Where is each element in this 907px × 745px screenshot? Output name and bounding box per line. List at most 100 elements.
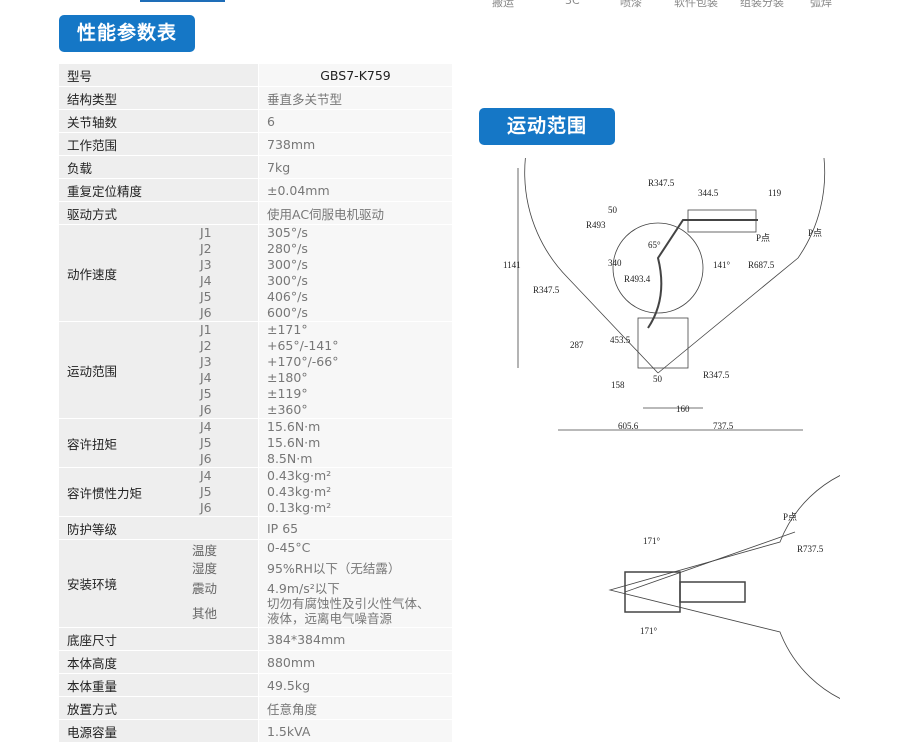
speed-label-cell: 动作速度 J1 J2 J3 J4 J5 J6: [58, 224, 259, 322]
dim-label: 50: [608, 205, 618, 215]
row-value: 384*384mm: [258, 627, 453, 651]
row-label: 底座尺寸: [58, 627, 259, 651]
dim-label: 605.6: [618, 421, 639, 431]
dim-label: R687.5: [748, 260, 775, 270]
joint-label: J6: [200, 500, 212, 515]
model-value: GBS7-K759: [258, 63, 453, 87]
model-label: 型号: [58, 63, 259, 87]
base-shape: [637, 317, 689, 369]
dim-label: P点: [783, 512, 797, 522]
nav-item[interactable]: 弧焊: [810, 0, 832, 9]
speed-value: 280°/s: [267, 241, 308, 256]
row-label: 本体重量: [58, 673, 259, 697]
joint-label: J5: [200, 386, 212, 401]
dim-label: R347.5: [703, 370, 730, 380]
dim-label: 158: [611, 380, 625, 390]
torque-values: 15.6N·m 15.6N·m 8.5N·m: [258, 418, 453, 468]
joint-label: J6: [200, 402, 212, 417]
dim-label: 453.5: [610, 335, 631, 345]
row-value: ±0.04mm: [258, 178, 453, 202]
nav-item[interactable]: 搬运: [492, 0, 514, 9]
motion-joints: J1 J2 J3 J4 J5 J6: [200, 322, 240, 418]
inertia-values: 0.43kg·m² 0.43kg·m² 0.13kg·m²: [258, 467, 453, 517]
motion-label: 运动范围: [67, 363, 118, 379]
top-arm-shape: [679, 581, 746, 603]
joint-label: J5: [200, 484, 212, 499]
row-label: 工作范围: [58, 132, 259, 156]
dim-label: 1141: [503, 260, 521, 270]
dim-label: 737.5: [713, 421, 734, 431]
motion-value: ±171°: [267, 322, 308, 337]
env-key: 其他: [192, 606, 218, 621]
robot-arm-silhouette: [647, 219, 758, 329]
env-label-cell: 安装环境 温度 湿度 震动 其他: [58, 539, 259, 628]
top-accent-line: [140, 0, 225, 2]
motion-value: +170°/-66°: [267, 354, 339, 369]
row-value: 738mm: [258, 132, 453, 156]
nav-item[interactable]: 组装分装: [740, 0, 784, 9]
joint-label: J4: [200, 468, 212, 483]
dim-label: 171°: [640, 626, 658, 636]
motion-values: ±171° +65°/-141° +170°/-66° ±180° ±119° …: [258, 321, 453, 419]
row-value: 使用AC伺服电机驱动: [258, 201, 453, 225]
joint-label: J3: [200, 354, 212, 369]
side-view-diagram: R347.5 344.5 119 50 R493 P点 P点 65° 340 R…: [503, 158, 826, 431]
inner-arc: [612, 222, 704, 314]
motion-value: ±180°: [267, 370, 308, 385]
row-label: 负载: [58, 155, 259, 179]
env-label: 安装环境: [67, 577, 118, 592]
nav-item[interactable]: 喷漆: [620, 0, 642, 9]
row-label: 本体高度: [58, 650, 259, 674]
dim-label: 65°: [648, 240, 661, 250]
env-value: 切勿有腐蚀性及引火性气体、液体，远离电气噪音源: [267, 596, 430, 626]
nav-item[interactable]: 软件包装: [674, 0, 718, 9]
motion-value: ±119°: [267, 386, 308, 401]
joint-label: J5: [200, 289, 212, 304]
dim-label: 287: [570, 340, 584, 350]
row-value: 880mm: [258, 650, 453, 674]
env-value: 4.9m/s²以下: [267, 581, 340, 596]
dim-label: P点: [756, 233, 770, 243]
env-keys: 温度 湿度 震动 其他: [192, 540, 252, 628]
row-label: 放置方式: [58, 696, 259, 720]
dim-label: 340: [608, 258, 622, 268]
speed-value: 406°/s: [267, 289, 308, 304]
nav-item[interactable]: 3C: [565, 0, 580, 7]
dim-line: [624, 531, 796, 593]
dim-label: 171°: [643, 536, 661, 546]
dim-label: R493: [586, 220, 606, 230]
dim-label: P点: [808, 228, 822, 238]
row-value: 49.5kg: [258, 673, 453, 697]
torque-label: 容许扭矩: [67, 436, 118, 452]
env-key: 震动: [192, 581, 218, 596]
torque-value: 15.6N·m: [267, 419, 321, 434]
inertia-joints: J4 J5 J6: [200, 468, 240, 516]
row-value: 垂直多关节型: [258, 86, 453, 110]
env-key: 湿度: [192, 561, 218, 576]
row-label: 电源容量: [58, 719, 259, 743]
dim-label: 50: [653, 374, 663, 384]
motion-value: +65°/-141°: [267, 338, 339, 353]
joint-label: J4: [200, 273, 212, 288]
dim-label: 141°: [713, 260, 731, 270]
dim-label: 119: [768, 188, 782, 198]
joint-label: J6: [200, 305, 212, 320]
speed-value: 600°/s: [267, 305, 308, 320]
env-key: 温度: [192, 543, 218, 558]
top-view-diagram: P点 171° R737.5 171°: [608, 475, 840, 699]
inertia-label-cell: 容许惯性力矩 J4 J5 J6: [58, 467, 259, 517]
inertia-label: 容许惯性力矩: [67, 485, 143, 501]
env-value: 95%RH以下（无结露）: [267, 561, 401, 576]
row-label: 重复定位精度: [58, 178, 259, 202]
inertia-value: 0.43kg·m²: [267, 484, 332, 499]
row-value: 7kg: [258, 155, 453, 179]
dim-label: 344.5: [698, 188, 719, 198]
joint-label: J2: [200, 241, 212, 256]
speed-value: 300°/s: [267, 257, 308, 272]
protection-label: 防护等级: [58, 516, 259, 540]
reach-envelope: [524, 158, 826, 374]
env-values: 0-45°C 95%RH以下（无结露） 4.9m/s²以下 切勿有腐蚀性及引火性…: [258, 539, 453, 628]
joint-label: J4: [200, 419, 212, 434]
torque-joints: J4 J5 J6: [200, 419, 240, 467]
